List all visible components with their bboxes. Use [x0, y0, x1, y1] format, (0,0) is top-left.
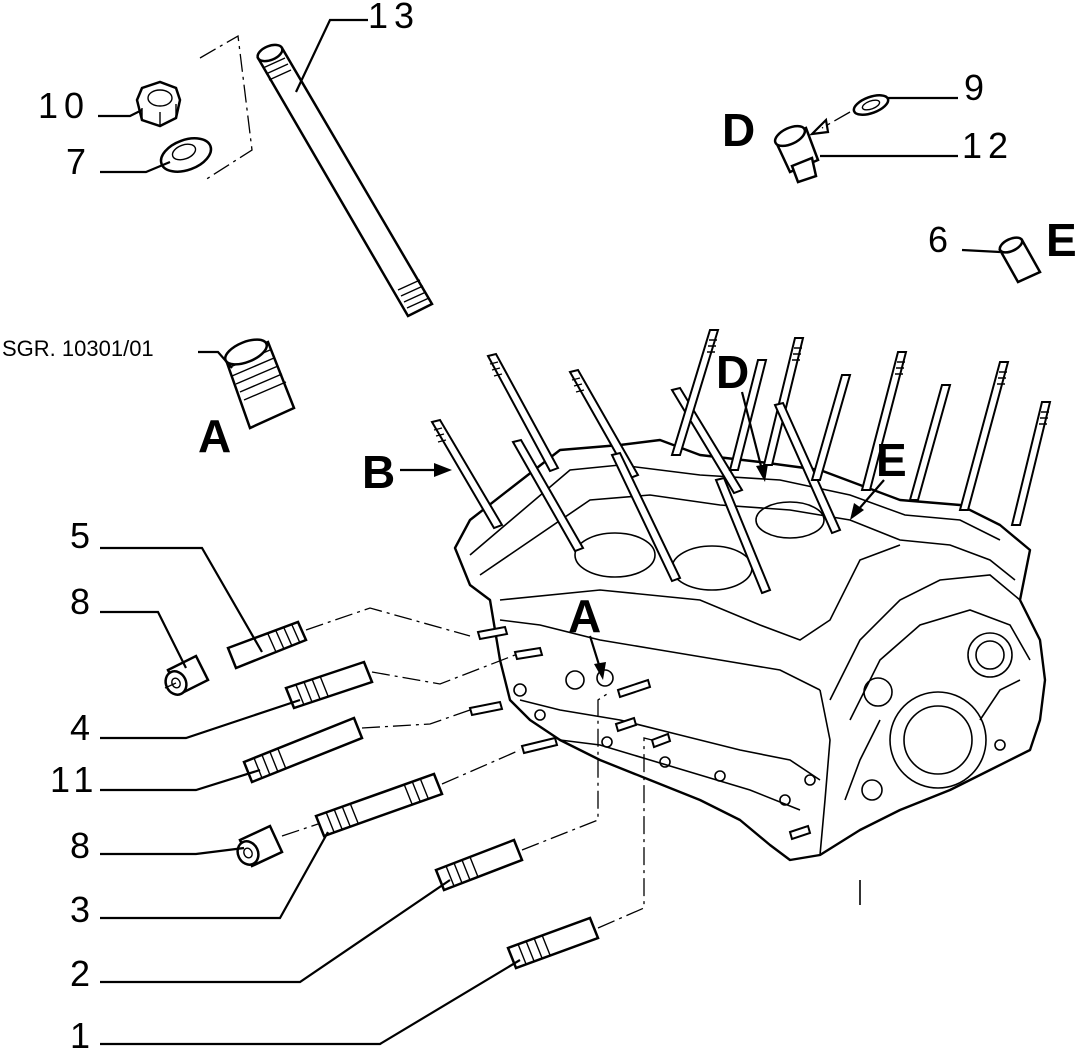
dowel-8-upper: [164, 654, 210, 696]
letter-d-block: D: [716, 346, 749, 398]
bush-6: [998, 236, 1042, 284]
assembly-bracket: [199, 34, 253, 181]
letter-b-block: B: [362, 446, 395, 498]
stud-1: [506, 916, 600, 970]
side-studs: [468, 625, 812, 841]
assembly-lines: [164, 607, 653, 929]
sgr-reference: SGR. 10301/01: [2, 336, 154, 361]
nut-10: [135, 80, 182, 128]
stud-2: [434, 838, 524, 892]
letter-d-plug: D: [722, 104, 755, 156]
view-letters: A A B D D E E: [198, 104, 1077, 642]
callout-5: 5: [70, 515, 96, 556]
callout-11: 11: [50, 759, 99, 800]
arrow-head-9: [808, 117, 830, 136]
callout-13: 13: [368, 0, 420, 36]
callout-3: 3: [70, 889, 96, 930]
washer-9: [852, 94, 890, 116]
engine-block: [453, 438, 1047, 905]
stud-11: [242, 716, 364, 784]
callout-labels: 13 10 7 9 12 6 5 8 4 11 8 3 2 1: [38, 0, 1014, 1050]
stud-4: [284, 660, 374, 710]
callout-12: 12: [962, 125, 1014, 166]
plug-12: [773, 124, 820, 184]
long-stud-13: [256, 43, 434, 318]
letter-e-block: E: [876, 434, 907, 486]
plug-a: [224, 338, 296, 430]
callout-7: 7: [66, 141, 92, 182]
callout-8-upper: 8: [70, 581, 96, 622]
letter-a-block: A: [568, 590, 601, 642]
callout-8-lower: 8: [70, 825, 96, 866]
washer-7: [159, 137, 213, 173]
head-studs: [430, 329, 1052, 595]
callout-10: 10: [38, 85, 90, 126]
letter-e-bush: E: [1046, 214, 1077, 266]
letter-a-plug: A: [198, 410, 231, 462]
leader-lines: [98, 18, 1001, 1046]
callout-1: 1: [70, 1015, 96, 1050]
callout-2: 2: [70, 953, 96, 994]
callout-4: 4: [70, 707, 96, 748]
stud-5: [226, 620, 308, 670]
stud-3: [314, 772, 444, 838]
callout-6: 6: [928, 219, 954, 260]
callout-9: 9: [964, 67, 990, 108]
arrow-9-to-12: [821, 111, 851, 129]
dowel-8-lower: [236, 824, 284, 868]
